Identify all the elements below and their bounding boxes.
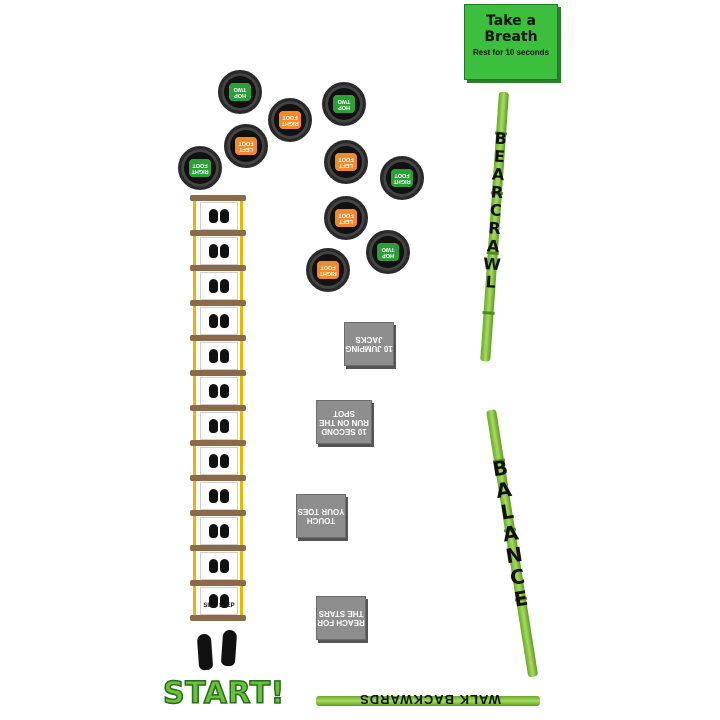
- ladder-rung: [190, 335, 246, 341]
- footprint-icon: [209, 314, 218, 328]
- footprint-icon: [220, 314, 229, 328]
- ladder-rung: [190, 300, 246, 306]
- footprint-icon: [220, 209, 229, 223]
- footprint-icon: [209, 244, 218, 258]
- tile-run-on-spot[interactable]: 10 SECOND RUN ON THE SPOT: [316, 400, 372, 444]
- tile-reach-stars[interactable]: REACH FOR THE STARS: [316, 596, 366, 640]
- tile-text: 10 SECOND RUN ON THE SPOT: [319, 408, 369, 436]
- footprint-icon: [209, 559, 218, 573]
- ladder-step[interactable]: [200, 517, 238, 545]
- footprint-icon: [196, 633, 214, 671]
- footprint-icon: [209, 524, 218, 538]
- footprint-icon: [220, 594, 229, 608]
- footprint-icon: [209, 454, 218, 468]
- tire-spot[interactable]: RIGHT FOOT: [178, 146, 222, 190]
- tire-label: LEFT FOOT: [335, 153, 357, 171]
- walk-backwards-label: WALK BACKWARDS: [359, 692, 501, 707]
- take-a-breath-box: Take a Breath Rest for 10 seconds: [464, 4, 558, 80]
- ladder-step[interactable]: [200, 342, 238, 370]
- tile-jumping-jacks[interactable]: 10 JUMPING JACKS: [344, 322, 394, 366]
- tire-spot[interactable]: HOP TWO: [218, 70, 262, 114]
- footprint-icon: [209, 349, 218, 363]
- tire-spot[interactable]: HOP TWO: [322, 82, 366, 126]
- ladder-step[interactable]: [200, 482, 238, 510]
- footprint-icon: [220, 279, 229, 293]
- tile-text: TOUCH YOUR TOES: [297, 507, 345, 525]
- tire-label: RIGHT FOOT: [317, 261, 339, 279]
- footprint-icon: [220, 419, 229, 433]
- footprint-icon: [209, 419, 218, 433]
- tire-label: HOP TWO: [377, 243, 399, 261]
- tire-spot[interactable]: LEFT FOOT: [324, 140, 368, 184]
- agility-ladder[interactable]: [190, 195, 246, 621]
- ladder-step[interactable]: [200, 412, 238, 440]
- footprint-icon: [220, 454, 229, 468]
- footprint-icon: [220, 629, 238, 667]
- footprint-icon: [220, 489, 229, 503]
- ladder-rung: [190, 475, 246, 481]
- tire-spot[interactable]: LEFT FOOT: [324, 196, 368, 240]
- footprint-icon: [220, 559, 229, 573]
- tile-text: REACH FOR THE STARS: [317, 609, 365, 627]
- ladder-rung: [190, 195, 246, 201]
- ladder-rung: [190, 545, 246, 551]
- footprint-icon: [209, 489, 218, 503]
- tire-spot[interactable]: RIGHT FOOT: [380, 156, 424, 200]
- tire-spot[interactable]: LEFT FOOT: [224, 124, 268, 168]
- ladder-step[interactable]: [200, 237, 238, 265]
- ladder-rung: [190, 405, 246, 411]
- tire-label: RIGHT FOOT: [189, 159, 211, 177]
- start-footprints: [196, 629, 238, 671]
- ladder-step[interactable]: [200, 307, 238, 335]
- breath-title: Take a Breath: [484, 13, 538, 45]
- footprint-icon: [209, 384, 218, 398]
- ladder-step[interactable]: [200, 272, 238, 300]
- tire-label: HOP TWO: [333, 95, 355, 113]
- footprint-icon: [209, 279, 218, 293]
- tire-label: LEFT FOOT: [335, 209, 357, 227]
- tile-text: 10 JUMPING JACKS: [345, 335, 393, 353]
- tire-spot[interactable]: HOP TWO: [366, 230, 410, 274]
- start-label: START!: [162, 675, 285, 712]
- walk-backwards-station[interactable]: [316, 696, 540, 706]
- ladder-step[interactable]: [200, 552, 238, 580]
- breath-subtitle: Rest for 10 seconds: [472, 48, 550, 57]
- footprint-icon: [209, 209, 218, 223]
- ladder-step[interactable]: [200, 447, 238, 475]
- ladder-rung: [190, 440, 246, 446]
- ladder-rung: [190, 615, 246, 621]
- tire-spot[interactable]: RIGHT FOOT: [268, 98, 312, 142]
- tire-label: HOP TWO: [229, 83, 251, 101]
- footprint-icon: [220, 349, 229, 363]
- ladder-label: SIDE STEP: [203, 603, 235, 609]
- ladder-rung: [190, 230, 246, 236]
- tire-label: RIGHT FOOT: [279, 111, 301, 129]
- ladder-rung: [190, 510, 246, 516]
- ladder-step[interactable]: [200, 587, 238, 615]
- footprint-icon: [220, 244, 229, 258]
- ladder-rung: [190, 265, 246, 271]
- footprint-icon: [220, 524, 229, 538]
- ladder-step[interactable]: [200, 202, 238, 230]
- footprint-icon: [209, 594, 218, 608]
- tire-label: RIGHT FOOT: [391, 169, 413, 187]
- footprint-icon: [220, 384, 229, 398]
- tire-label: LEFT FOOT: [235, 137, 257, 155]
- ladder-step[interactable]: [200, 377, 238, 405]
- tire-spot[interactable]: RIGHT FOOT: [306, 248, 350, 292]
- ladder-rung: [190, 580, 246, 586]
- ladder-rung: [190, 370, 246, 376]
- tile-touch-toes[interactable]: TOUCH YOUR TOES: [296, 494, 346, 538]
